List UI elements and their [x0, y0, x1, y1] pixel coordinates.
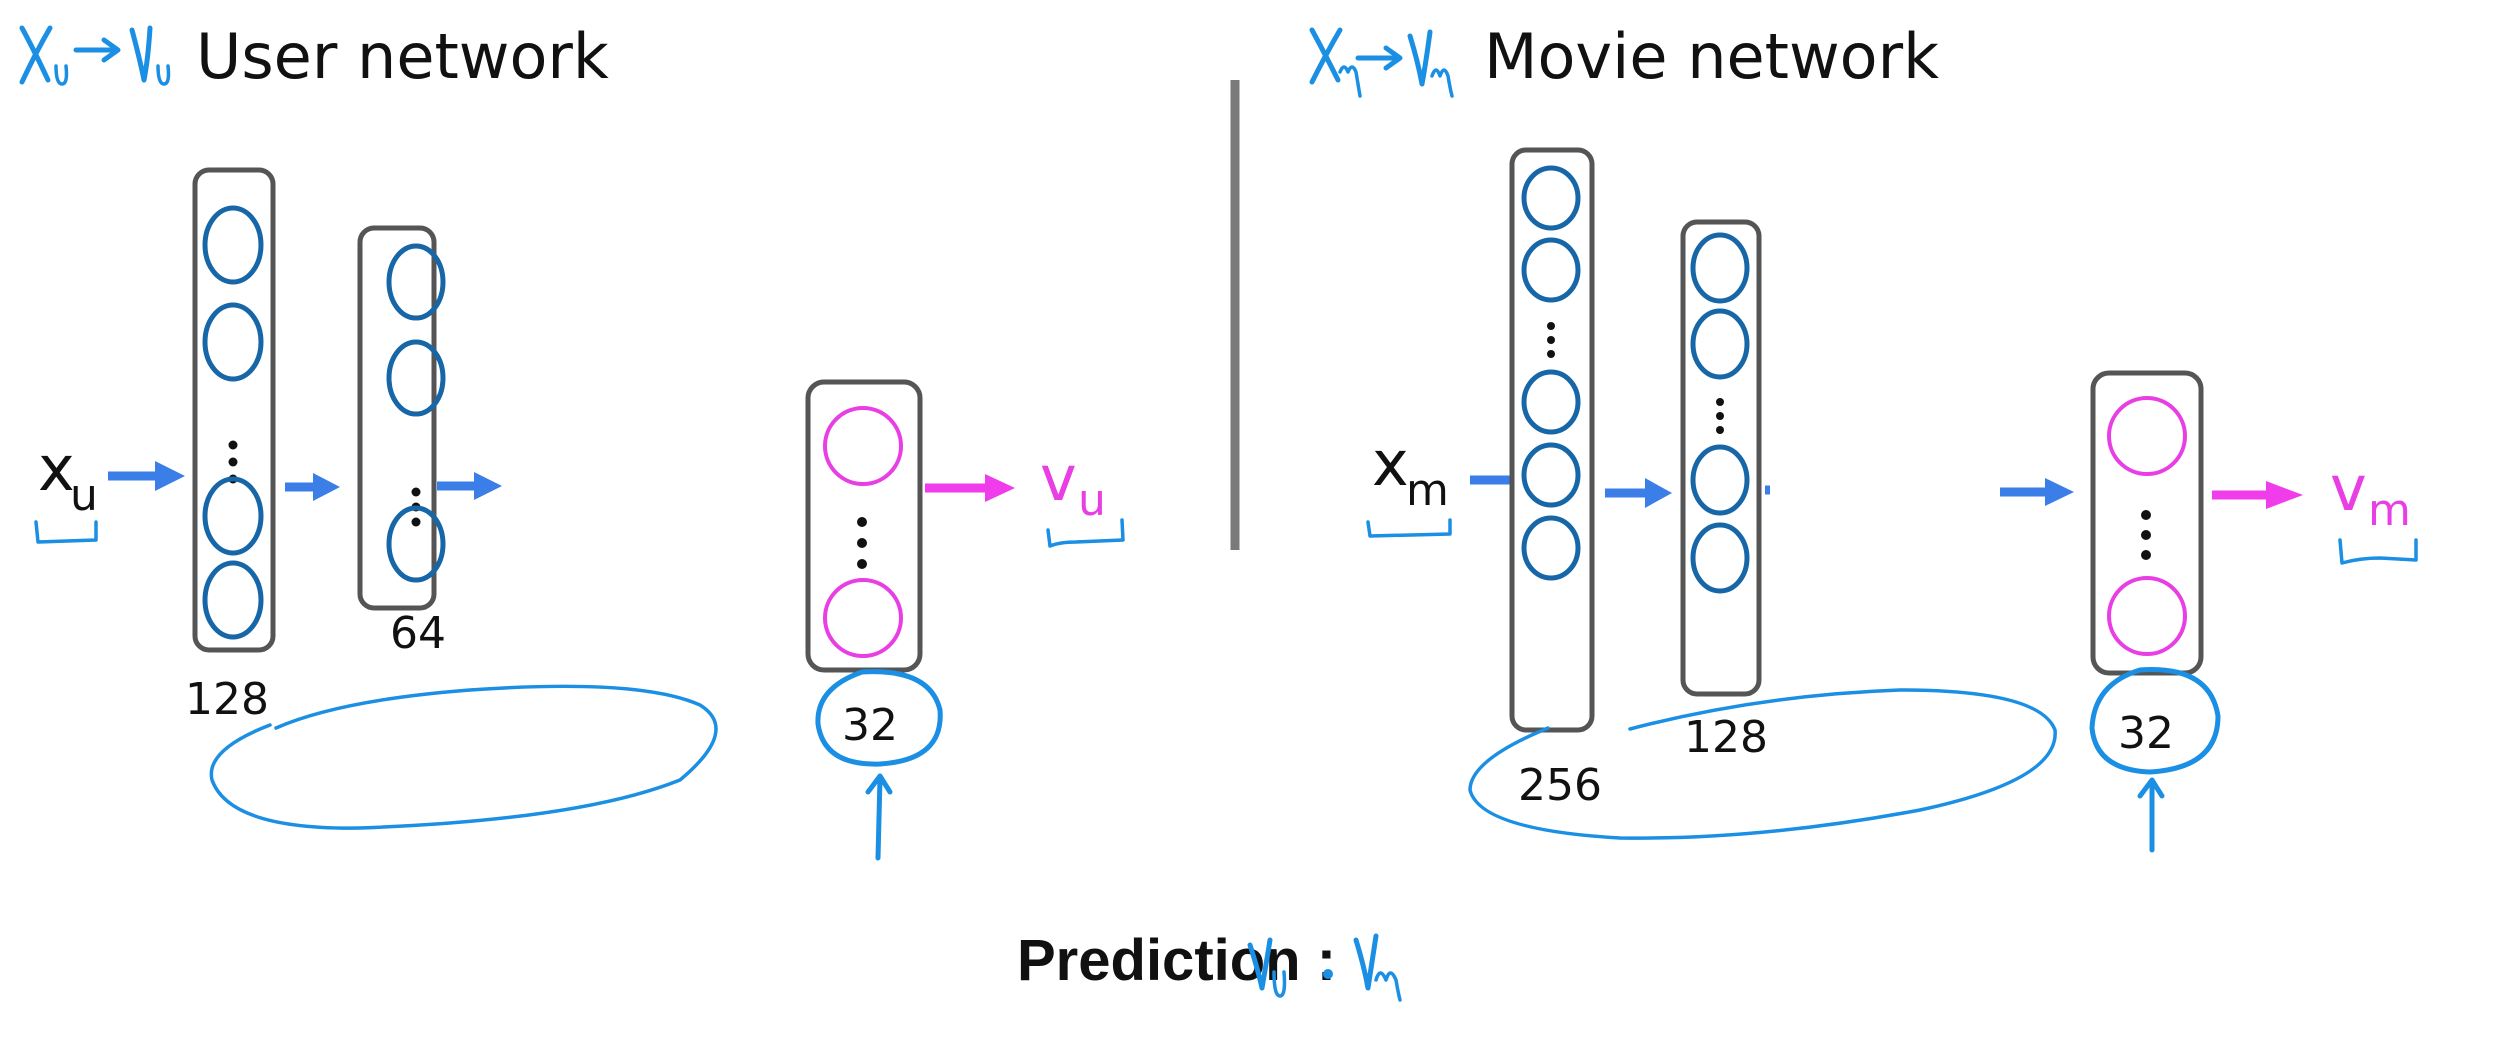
- neuron: [1521, 165, 1581, 231]
- movie-output-pointer-arrow-icon: [2137, 777, 2165, 853]
- movie-layer3-box: [2090, 370, 2204, 676]
- movie-mapping-annotation: [1309, 27, 1454, 98]
- user-input-subscript: u: [70, 470, 98, 521]
- user-input-symbol: x: [38, 432, 75, 505]
- user-layer1-box: [192, 167, 276, 653]
- user-layer3-size: 32: [842, 700, 898, 751]
- user-layer1-size: 128: [185, 674, 269, 725]
- movie-output-symbol: v: [2330, 452, 2367, 525]
- movie-layer2-box: [1680, 219, 1762, 697]
- neuron: [202, 205, 264, 285]
- movie-network-title: Movie network: [1484, 20, 1939, 93]
- handwritten-m-subscript: [1430, 68, 1454, 98]
- ellipsis-dot: [1716, 412, 1724, 420]
- user-output-subscript: u: [1078, 475, 1106, 526]
- handwritten-arrow-icon: [1355, 45, 1403, 71]
- handwritten-u-subscript: [1272, 970, 1287, 998]
- handwritten-v-u-letter: [129, 25, 153, 83]
- ellipsis-dot: [1547, 336, 1555, 344]
- output-neuron: [2107, 396, 2187, 476]
- handwritten-x-m-letter: [1309, 27, 1343, 85]
- user-output-pointer-arrow-icon: [865, 773, 893, 861]
- ellipsis-dot: [2141, 530, 2151, 540]
- movie-layer3-size: 32: [2118, 708, 2174, 759]
- user-hidden-layers-ellipse: [209, 684, 718, 830]
- neuron: [386, 505, 446, 583]
- movie-input-subscript: m: [1406, 465, 1449, 516]
- user-output-symbol: v: [1040, 442, 1077, 515]
- arrow-head: [474, 472, 502, 500]
- prediction-formula: Prediction :: [1017, 928, 1402, 1002]
- neuron: [1521, 369, 1581, 435]
- ellipsis-dot: [1547, 322, 1555, 330]
- output-neuron: [823, 406, 903, 486]
- arrow-head: [1645, 478, 1672, 508]
- dot-product-operator: [1323, 969, 1333, 979]
- user-network: x u 128 64: [34, 167, 1125, 861]
- user-mapping-annotation: [19, 25, 171, 86]
- movie-network: x m 256 128: [1366, 147, 2418, 853]
- arrow-head: [2045, 478, 2074, 506]
- ellipsis-dot: [1716, 398, 1724, 406]
- ellipsis-dot: [411, 487, 421, 497]
- user-network-title: User network: [196, 20, 609, 93]
- handwritten-v-u: [1247, 937, 1273, 991]
- movie-layer1-box: [1509, 147, 1595, 733]
- user-output-bracket: [1046, 518, 1125, 548]
- neuron: [202, 476, 264, 556]
- ellipsis-dot: [1716, 426, 1724, 434]
- neuron: [1521, 515, 1581, 581]
- neuron: [1521, 442, 1581, 508]
- handwritten-v-m: [1353, 933, 1379, 991]
- handwritten-arrow-icon: [73, 37, 121, 63]
- movie-layer1-size: 256: [1518, 760, 1602, 811]
- handwritten-m-subscript: [1374, 971, 1402, 1002]
- movie-output-size-circle: [2089, 667, 2221, 775]
- neuron: [202, 302, 264, 382]
- handwritten-u-subscript: [156, 64, 171, 86]
- user-layer2-box: [357, 225, 437, 611]
- neuron: [386, 339, 446, 417]
- movie-output-bracket: [2338, 538, 2418, 565]
- movie-hidden-layers-ellipse: [1468, 688, 2057, 840]
- user-layer2-size: 64: [390, 608, 446, 659]
- output-neuron: [2107, 576, 2187, 656]
- ellipsis-dot: [228, 440, 238, 450]
- neuron: [202, 560, 264, 640]
- ellipsis-dot: [228, 457, 238, 467]
- ellipsis-dot: [857, 538, 867, 548]
- user-input-bracket: [34, 520, 98, 544]
- movie-output-subscript: m: [2368, 485, 2411, 536]
- neuron: [1690, 308, 1750, 380]
- arrow-head: [313, 473, 340, 501]
- movie-layer2-size: 128: [1684, 712, 1768, 763]
- neuron: [1690, 522, 1750, 594]
- handwritten-v-m-letter: [1407, 29, 1433, 87]
- handwritten-m-subscript: [1338, 65, 1362, 98]
- ellipsis-dot: [411, 517, 421, 527]
- arrow-head: [985, 474, 1015, 502]
- output-neuron: [823, 578, 903, 658]
- neuron: [1521, 237, 1581, 303]
- neuron: [1690, 444, 1750, 516]
- handwritten-u-subscript: [54, 64, 69, 86]
- arrow-head: [2266, 481, 2303, 509]
- ellipsis-dot: [2141, 550, 2151, 560]
- movie-input-bracket: [1366, 518, 1452, 538]
- ellipsis-dot: [857, 559, 867, 569]
- ellipsis-dot: [1547, 350, 1555, 358]
- handwritten-x-u-letter: [19, 25, 53, 85]
- movie-input-symbol: x: [1372, 427, 1409, 500]
- user-output-size-circle: [815, 669, 943, 767]
- neuron: [1690, 232, 1750, 304]
- arrow-head: [155, 461, 185, 491]
- ellipsis-dot: [857, 517, 867, 527]
- prediction-label: Prediction :: [1017, 928, 1336, 993]
- neuron: [386, 243, 446, 321]
- ellipsis-dot: [2141, 510, 2151, 520]
